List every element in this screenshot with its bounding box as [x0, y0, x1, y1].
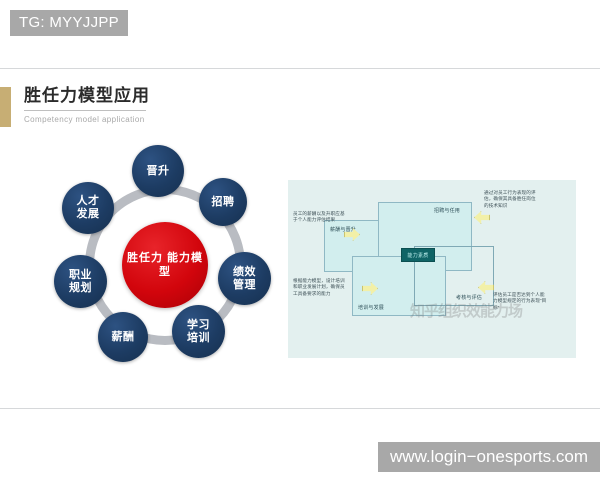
quad-label-recruitment: 招聘与任用 — [434, 208, 461, 214]
diagram-node-training[interactable]: 学习 培训 — [172, 305, 225, 358]
page-subtitle: Competency model application — [24, 115, 145, 124]
node-label: 招聘 — [211, 195, 235, 208]
competency-circle-diagram: 胜任力 能力模 型 晋升 招聘 绩效 管理 学习 培训 薪酬 — [40, 140, 290, 390]
node-label-2: 培训 — [187, 331, 210, 344]
slide-header: 胜任力模型应用 Competency model application — [0, 84, 280, 132]
quad-label-assessment: 考核与评估 — [456, 295, 483, 301]
node-label: 晋升 — [146, 164, 170, 177]
center-line-3: 型 — [159, 266, 171, 278]
diagram-node-promotion[interactable]: 晋升 — [132, 145, 184, 197]
node-label: 人才 — [76, 195, 100, 207]
diagram-node-career-planning[interactable]: 职业 规划 — [54, 255, 107, 308]
arrow-left-icon — [474, 211, 490, 224]
quad-label-training: 培训与发展 — [358, 305, 385, 311]
page-title: 胜任力模型应用 — [24, 86, 150, 105]
quadrant-diagram-panel: 薪酬与晋升 招聘与任用 培训与发展 考核与评估 能力素质 员工的薪酬以及升职应基… — [288, 180, 576, 358]
quad-label-compensation: 薪酬与晋升 — [330, 227, 357, 233]
quad-center-label: 能力素质 — [401, 248, 435, 262]
header-accent-bar — [0, 87, 11, 127]
top-divider — [0, 68, 600, 69]
center-line-1: 胜任力 — [126, 252, 163, 264]
node-label: 绩效 — [233, 265, 256, 278]
diagram-node-recruitment[interactable]: 招聘 — [199, 178, 247, 226]
node-label: 薪酬 — [111, 330, 135, 343]
tg-tag-badge: TG: MYYJJPP — [10, 10, 128, 36]
node-label-2: 规划 — [69, 281, 92, 294]
header-text-group: 胜任力模型应用 Competency model application — [24, 84, 150, 126]
title-underline — [24, 110, 146, 111]
quad-note-compensation: 员工的薪酬以及升职应基于个人能力评估结果 — [293, 211, 345, 223]
url-watermark-badge: www.login−onesports.com — [378, 442, 600, 472]
quad-box-training — [352, 256, 446, 316]
quad-note-recruitment: 通过对员工行为表现的评估，确保其具备胜任岗位的技术知识 — [484, 190, 536, 208]
bottom-divider — [0, 408, 600, 409]
center-line-2: 能力模 — [167, 252, 204, 264]
quad-note-training: 根据能力模型，设计培训和职业发展计划，确保员工具备要求的能力 — [293, 278, 345, 296]
diagram-node-talent-development[interactable]: 人才 发展 — [62, 182, 114, 234]
node-label: 学习 — [187, 318, 210, 331]
diagram-node-compensation[interactable]: 薪酬 — [98, 312, 148, 362]
node-label-2: 管理 — [233, 278, 256, 291]
node-label-2: 发展 — [76, 208, 100, 220]
diagram-node-performance[interactable]: 绩效 管理 — [218, 252, 271, 305]
diagram-center-node: 胜任力 能力模 型 — [122, 222, 208, 308]
quad-note-assessment: 评估员工是否达到个人能力模型规定的行为表现“目标” — [493, 292, 547, 310]
zhihu-watermark: 知乎组织效能力场 — [410, 303, 523, 320]
quad-box-assessment — [414, 246, 494, 306]
node-label: 职业 — [69, 268, 92, 281]
